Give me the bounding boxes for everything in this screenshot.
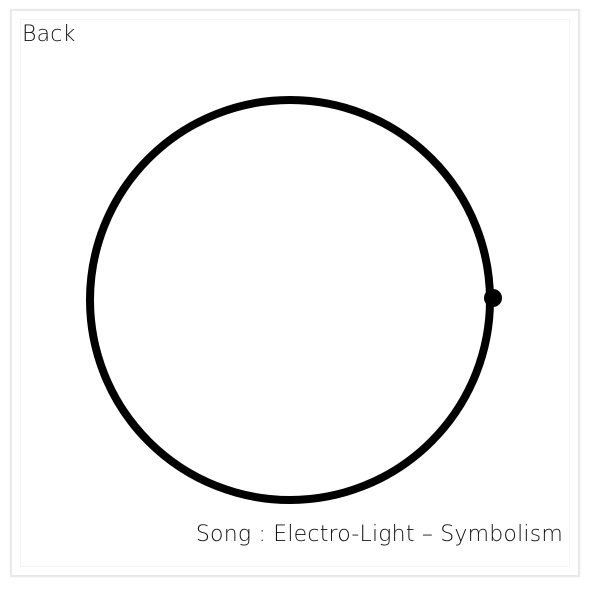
song-title: Electro-Light – Symbolism <box>273 522 563 547</box>
back-button[interactable]: Back <box>22 22 76 47</box>
content-panel <box>20 19 570 567</box>
song-prefix: Song : <box>195 522 274 547</box>
now-playing: Song : Electro-Light – Symbolism <box>196 522 563 547</box>
app-window <box>10 9 580 577</box>
